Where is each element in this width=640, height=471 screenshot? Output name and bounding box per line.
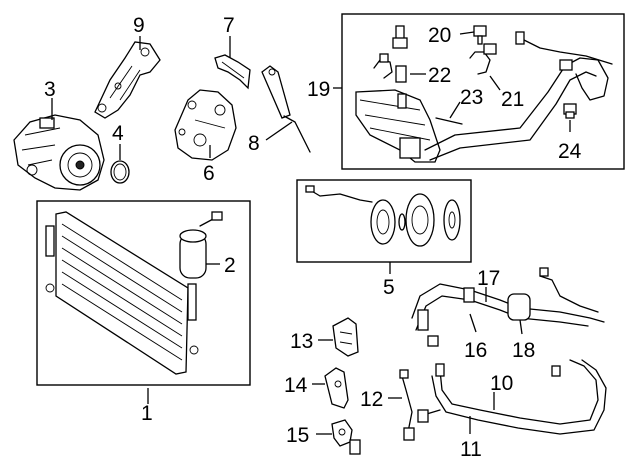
mounting-bracket-part[interactable] <box>174 89 237 161</box>
callout-3: 3 <box>44 78 56 101</box>
switch-connector-part[interactable] <box>331 419 361 455</box>
callout-19: 19 <box>307 78 330 101</box>
callout-20: 20 <box>428 24 451 47</box>
o-ring-fitting-part[interactable] <box>373 53 407 83</box>
callout-15: 15 <box>286 424 309 447</box>
sensor-pin-part[interactable] <box>261 65 311 153</box>
bracket-clip-part[interactable] <box>332 317 359 357</box>
liquid-line-part[interactable] <box>417 359 607 435</box>
pressure-sensor-part[interactable] <box>399 369 415 441</box>
o-ring-part[interactable] <box>110 160 130 184</box>
callout-16: 16 <box>464 339 487 362</box>
compressor-part[interactable] <box>13 114 105 191</box>
hose-fitting-part[interactable] <box>469 43 497 75</box>
callout-8: 8 <box>248 132 260 155</box>
callout-13: 13 <box>290 330 313 353</box>
callout-12: 12 <box>360 388 383 411</box>
callout-24: 24 <box>558 140 582 163</box>
callout-14: 14 <box>284 374 308 397</box>
callout-17: 17 <box>477 267 500 290</box>
evaporator-manifold-part[interactable] <box>355 89 441 163</box>
callout-4: 4 <box>112 122 124 145</box>
callout-22: 22 <box>428 64 451 87</box>
callout-5: 5 <box>383 276 395 299</box>
callout-23: 23 <box>460 86 483 109</box>
callout-10: 10 <box>490 372 513 395</box>
clutch-group-box <box>296 179 472 263</box>
clutch-assembly-part[interactable] <box>305 185 461 247</box>
callout-18: 18 <box>512 339 535 362</box>
condenser-part[interactable] <box>45 211 199 375</box>
condenser-group-box <box>36 200 251 386</box>
callout-7: 7 <box>223 14 235 37</box>
callout-9: 9 <box>133 14 145 37</box>
callout-1: 1 <box>141 402 153 425</box>
mount-bracket-part[interactable] <box>324 367 349 409</box>
receiver-drier-part[interactable] <box>179 211 223 279</box>
callout-6: 6 <box>203 162 215 185</box>
callout-21: 21 <box>501 88 524 111</box>
valve-cap-part[interactable] <box>563 103 577 119</box>
suction-hose-part[interactable] <box>424 31 613 161</box>
service-valve-part[interactable] <box>392 25 487 49</box>
heat-shield-part[interactable] <box>214 54 251 90</box>
callout-11: 11 <box>460 438 482 461</box>
callout-2: 2 <box>224 254 236 277</box>
compressor-bracket-part[interactable] <box>94 41 161 119</box>
hose-group-box <box>341 13 625 170</box>
discharge-hose-part[interactable] <box>411 267 605 347</box>
